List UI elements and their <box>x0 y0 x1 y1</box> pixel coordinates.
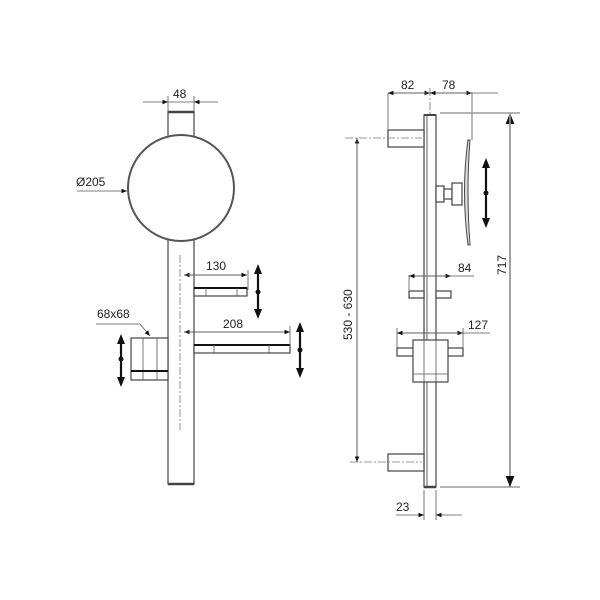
mirror-side <box>435 139 471 246</box>
cup-holder <box>130 337 169 381</box>
front-view: 48 Ø205 130 <box>76 87 304 486</box>
label-717: 717 <box>495 255 509 275</box>
dim-upper-shelf-depth: 84 <box>408 261 474 290</box>
upper-shelf-side <box>408 290 452 299</box>
dim-cup-holder-depth: 127 <box>396 318 490 348</box>
dim-circle-diameter: Ø205 <box>76 175 127 194</box>
label-82: 82 <box>401 78 415 92</box>
label-127: 127 <box>468 318 488 332</box>
dim-top-width: 48 <box>143 87 218 112</box>
mirror-circle <box>127 134 235 242</box>
dim-shelf-upper: 130 <box>184 259 249 290</box>
label-23: 23 <box>396 500 410 514</box>
label-84: 84 <box>458 261 472 275</box>
label-78: 78 <box>442 78 456 92</box>
bottom-wall-bracket <box>387 453 425 472</box>
label-48: 48 <box>173 87 187 101</box>
dim-rail-width: 23 <box>396 490 462 520</box>
top-wall-bracket <box>387 129 425 148</box>
adjust-arrow-lower-shelf <box>296 322 304 378</box>
lower-shelf <box>193 344 291 354</box>
label-130: 130 <box>206 259 226 273</box>
label-530-630: 530 - 630 <box>341 289 355 340</box>
label-208: 208 <box>223 317 243 331</box>
dim-bracket-spacing: 530 - 630 <box>341 138 360 462</box>
label-diameter: Ø205 <box>76 175 106 189</box>
dim-shelf-lower: 208 <box>184 317 291 347</box>
dim-offsets: 82 78 <box>387 78 498 140</box>
side-view: 82 78 530 - 630 717 <box>341 78 520 520</box>
dim-cup: 68x68 <box>96 307 151 337</box>
adjust-arrow-mirror <box>482 158 490 228</box>
label-68x68: 68x68 <box>97 307 130 321</box>
dim-total-height: 717 <box>440 112 520 488</box>
cup-holder-side <box>396 339 464 383</box>
adjust-arrow-upper-shelf <box>254 264 262 319</box>
upper-shelf <box>193 287 248 297</box>
side-rail <box>423 114 437 488</box>
adjust-arrow-cup <box>117 334 125 387</box>
